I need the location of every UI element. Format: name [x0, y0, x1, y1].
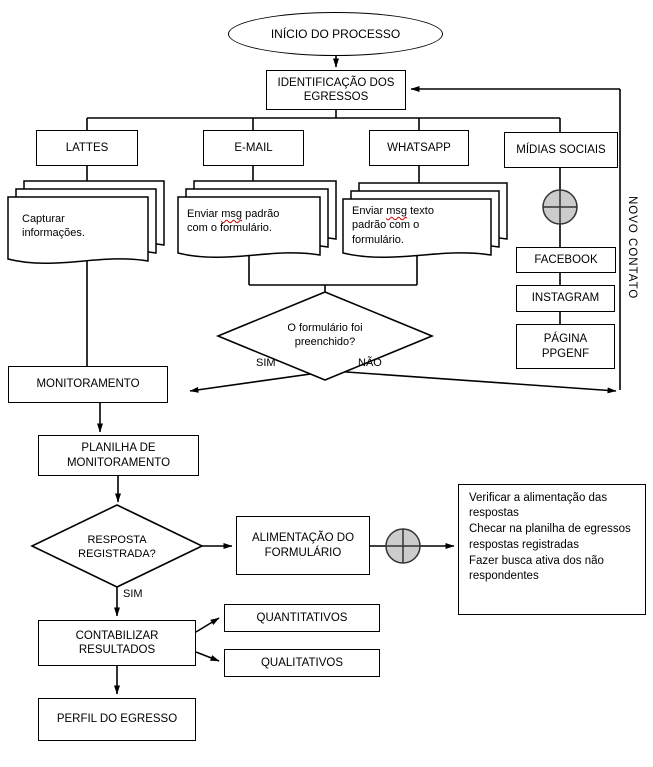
doc-email-text-msg: msg: [221, 208, 243, 220]
doc-email-text-post: padrão com o formulário.: [187, 208, 280, 235]
junction-plus-icon: [542, 189, 578, 225]
sim-label: SIM: [256, 357, 276, 369]
flow-line: [195, 651, 220, 662]
note-line: Fazer busca ativa dos não respondentes: [469, 554, 604, 582]
lattes-node: LATTES: [36, 130, 138, 166]
facebook-node: FACEBOOK: [516, 247, 616, 273]
midias-sociais-node: MÍDIAS SOCIAIS: [504, 132, 618, 168]
doc-email-text: Enviar msg padrão com o formulário.: [187, 207, 299, 236]
note-line: Verificar a alimentação das respostas: [469, 492, 608, 520]
email-node: E-MAIL: [203, 130, 304, 166]
document-shape: [177, 196, 321, 258]
nao-label: NÃO: [358, 357, 382, 369]
monitoramento-node: MONITORAMENTO: [8, 366, 168, 403]
doc-whatsapp-text-pre: Enviar: [352, 205, 384, 217]
doc-whatsapp-text: Enviar msg texto padrão com o formulário…: [352, 204, 454, 247]
alimentacao-node: ALIMENTAÇÃO DO FORMULÁRIO: [236, 516, 370, 575]
decision-diamond-resposta: [30, 504, 204, 588]
contabilizar-node: CONTABILIZAR RESULTADOS: [38, 620, 196, 666]
flow-line: [195, 617, 220, 633]
document-stack-whatsapp: [342, 182, 508, 258]
document-shape: [7, 196, 149, 264]
identificacao-node: IDENTIFICAÇÃO DOS EGRESSOS: [266, 70, 406, 110]
document-stack-email: [177, 180, 337, 258]
decision-formulario-text: O formulário foi preenchido?: [287, 322, 363, 349]
doc-whatsapp-text-msg: msg: [386, 205, 408, 217]
planilha-node: PLANILHA DE MONITORAMENTO: [38, 435, 199, 476]
decision-diamond-formulario: [215, 291, 435, 381]
doc-lattes-text: Capturar informações.: [22, 213, 85, 240]
doc-whatsapp-text-post: texto padrão com o formulário.: [352, 205, 434, 246]
instagram-node: INSTAGRAM: [516, 285, 615, 312]
sim-label-2: SIM: [123, 588, 143, 600]
document-shape: [342, 198, 492, 258]
start-node: INÍCIO DO PROCESSO: [228, 12, 443, 56]
decision-resposta-text: RESPOSTA REGISTRADA?: [78, 534, 156, 561]
junction-plus-icon: [385, 528, 421, 564]
whatsapp-node: WHATSAPP: [369, 130, 469, 166]
doc-email-text-pre: Enviar: [187, 208, 219, 220]
verificacao-notes: Verificar a alimentação das respostas Ch…: [458, 484, 646, 615]
note-line: Checar na planilha de egressos respostas…: [469, 523, 631, 551]
pagina-ppgenf-node: PÁGINA PPGENF: [516, 324, 615, 369]
qualitativos-node: QUALITATIVOS: [224, 649, 380, 677]
flow-line-nao: [303, 368, 617, 394]
novo-contato-label: NOVO CONTATO: [625, 196, 638, 300]
quantitativos-node: QUANTITATIVOS: [224, 604, 380, 632]
flow-connectors: [86, 56, 621, 695]
perfil-egresso-node: PERFIL DO EGRESSO: [38, 698, 196, 741]
document-stack-lattes: [7, 180, 165, 264]
